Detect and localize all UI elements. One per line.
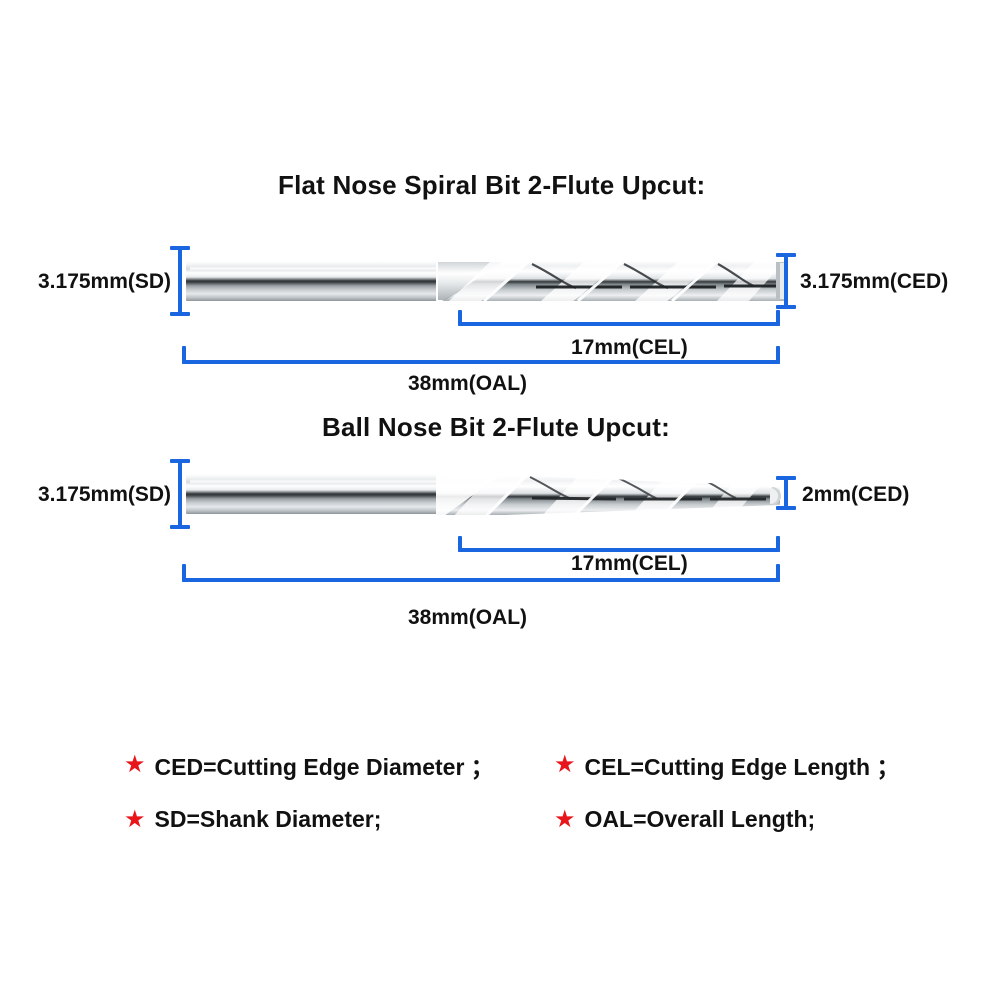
bit-2-ced-cap-top (776, 476, 796, 480)
bit-1-sd-cap-bottom (170, 312, 190, 316)
bit-1-shank-highlight (190, 266, 440, 271)
star-icon: ★ (124, 751, 146, 778)
star-icon: ★ (124, 805, 146, 833)
bit-1-oal-tick-right (776, 346, 780, 364)
bit-2-shank-highlight (190, 479, 440, 484)
bit-2-ced-cap-bottom (776, 506, 796, 510)
bit-1-oal-tick-left (182, 346, 186, 364)
bit-2-flute-svg (436, 475, 781, 515)
bit-1-ced-line (784, 253, 788, 309)
bit-1-flute-svg (436, 260, 786, 303)
legend-item-cel: ★ CEL=Cutting Edge Length ； (554, 748, 899, 782)
bit-2-sd-cap-top (170, 459, 190, 463)
legend-item-sd: ★ SD=Shank Diameter; (124, 806, 381, 833)
bit-1-ced-cap-bottom (776, 305, 796, 309)
bit-2-sd-cap-bottom (170, 525, 190, 529)
bit-1-cel-tick-right (776, 310, 780, 326)
bit-2-title: Ball Nose Bit 2-Flute Upcut: (322, 412, 670, 442)
bit-2-cel-line (458, 548, 780, 552)
bit-2-ced-label: 2mm(CED) (802, 483, 910, 506)
bit-2-cel-tick-left (458, 536, 462, 552)
bit-2-cel-tick-right (776, 536, 780, 552)
legend-item-ced-label: CED=Cutting Edge Diameter ； (154, 754, 494, 780)
star-icon: ★ (554, 751, 576, 778)
bit-1-cel-line (458, 322, 780, 326)
bit-2-sd-label: 3.175mm(SD) (38, 483, 172, 506)
bit-1-ced-cap-top (776, 253, 796, 257)
bit-1-oal-label: 38mm(OAL) (408, 372, 528, 395)
legend-item-sd-label: SD=Shank Diameter; (154, 806, 382, 832)
bit-2-oal-tick-left (182, 564, 186, 582)
star-icon: ★ (554, 805, 576, 833)
bit-2-oal-line (182, 578, 780, 582)
bit-1-oal-line (182, 360, 780, 364)
bit-1-title: Flat Nose Spiral Bit 2-Flute Upcut: (278, 170, 706, 200)
legend-item-ced: ★ CED=Cutting Edge Diameter ； (124, 748, 494, 782)
legend-item-oal-label: OAL=Overall Length; (584, 806, 816, 832)
bit-1-cel-tick-left (458, 310, 462, 326)
bit-1-ced-label: 3.175mm(CED) (800, 270, 949, 293)
bit-1-cel-label: 17mm(CEL) (571, 336, 688, 359)
legend-item-oal: ★ OAL=Overall Length; (554, 806, 815, 833)
bit-2-flute (436, 470, 786, 520)
bit-2-cel-label: 17mm(CEL) (571, 552, 688, 575)
bit-2-oal-tick-right (776, 564, 780, 582)
legend-item-cel-label: CEL=Cutting Edge Length ； (584, 754, 900, 780)
bit-1-sd-line (178, 246, 182, 316)
bit-1-flute (436, 258, 786, 304)
bit-1-sd-cap-top (170, 246, 190, 250)
bit-2-oal-label: 38mm(OAL) (408, 606, 528, 629)
bit-2-ced-line (784, 476, 788, 510)
bit-1-sd-label: 3.175mm(SD) (38, 270, 172, 293)
bit-2-sd-line (178, 459, 182, 529)
